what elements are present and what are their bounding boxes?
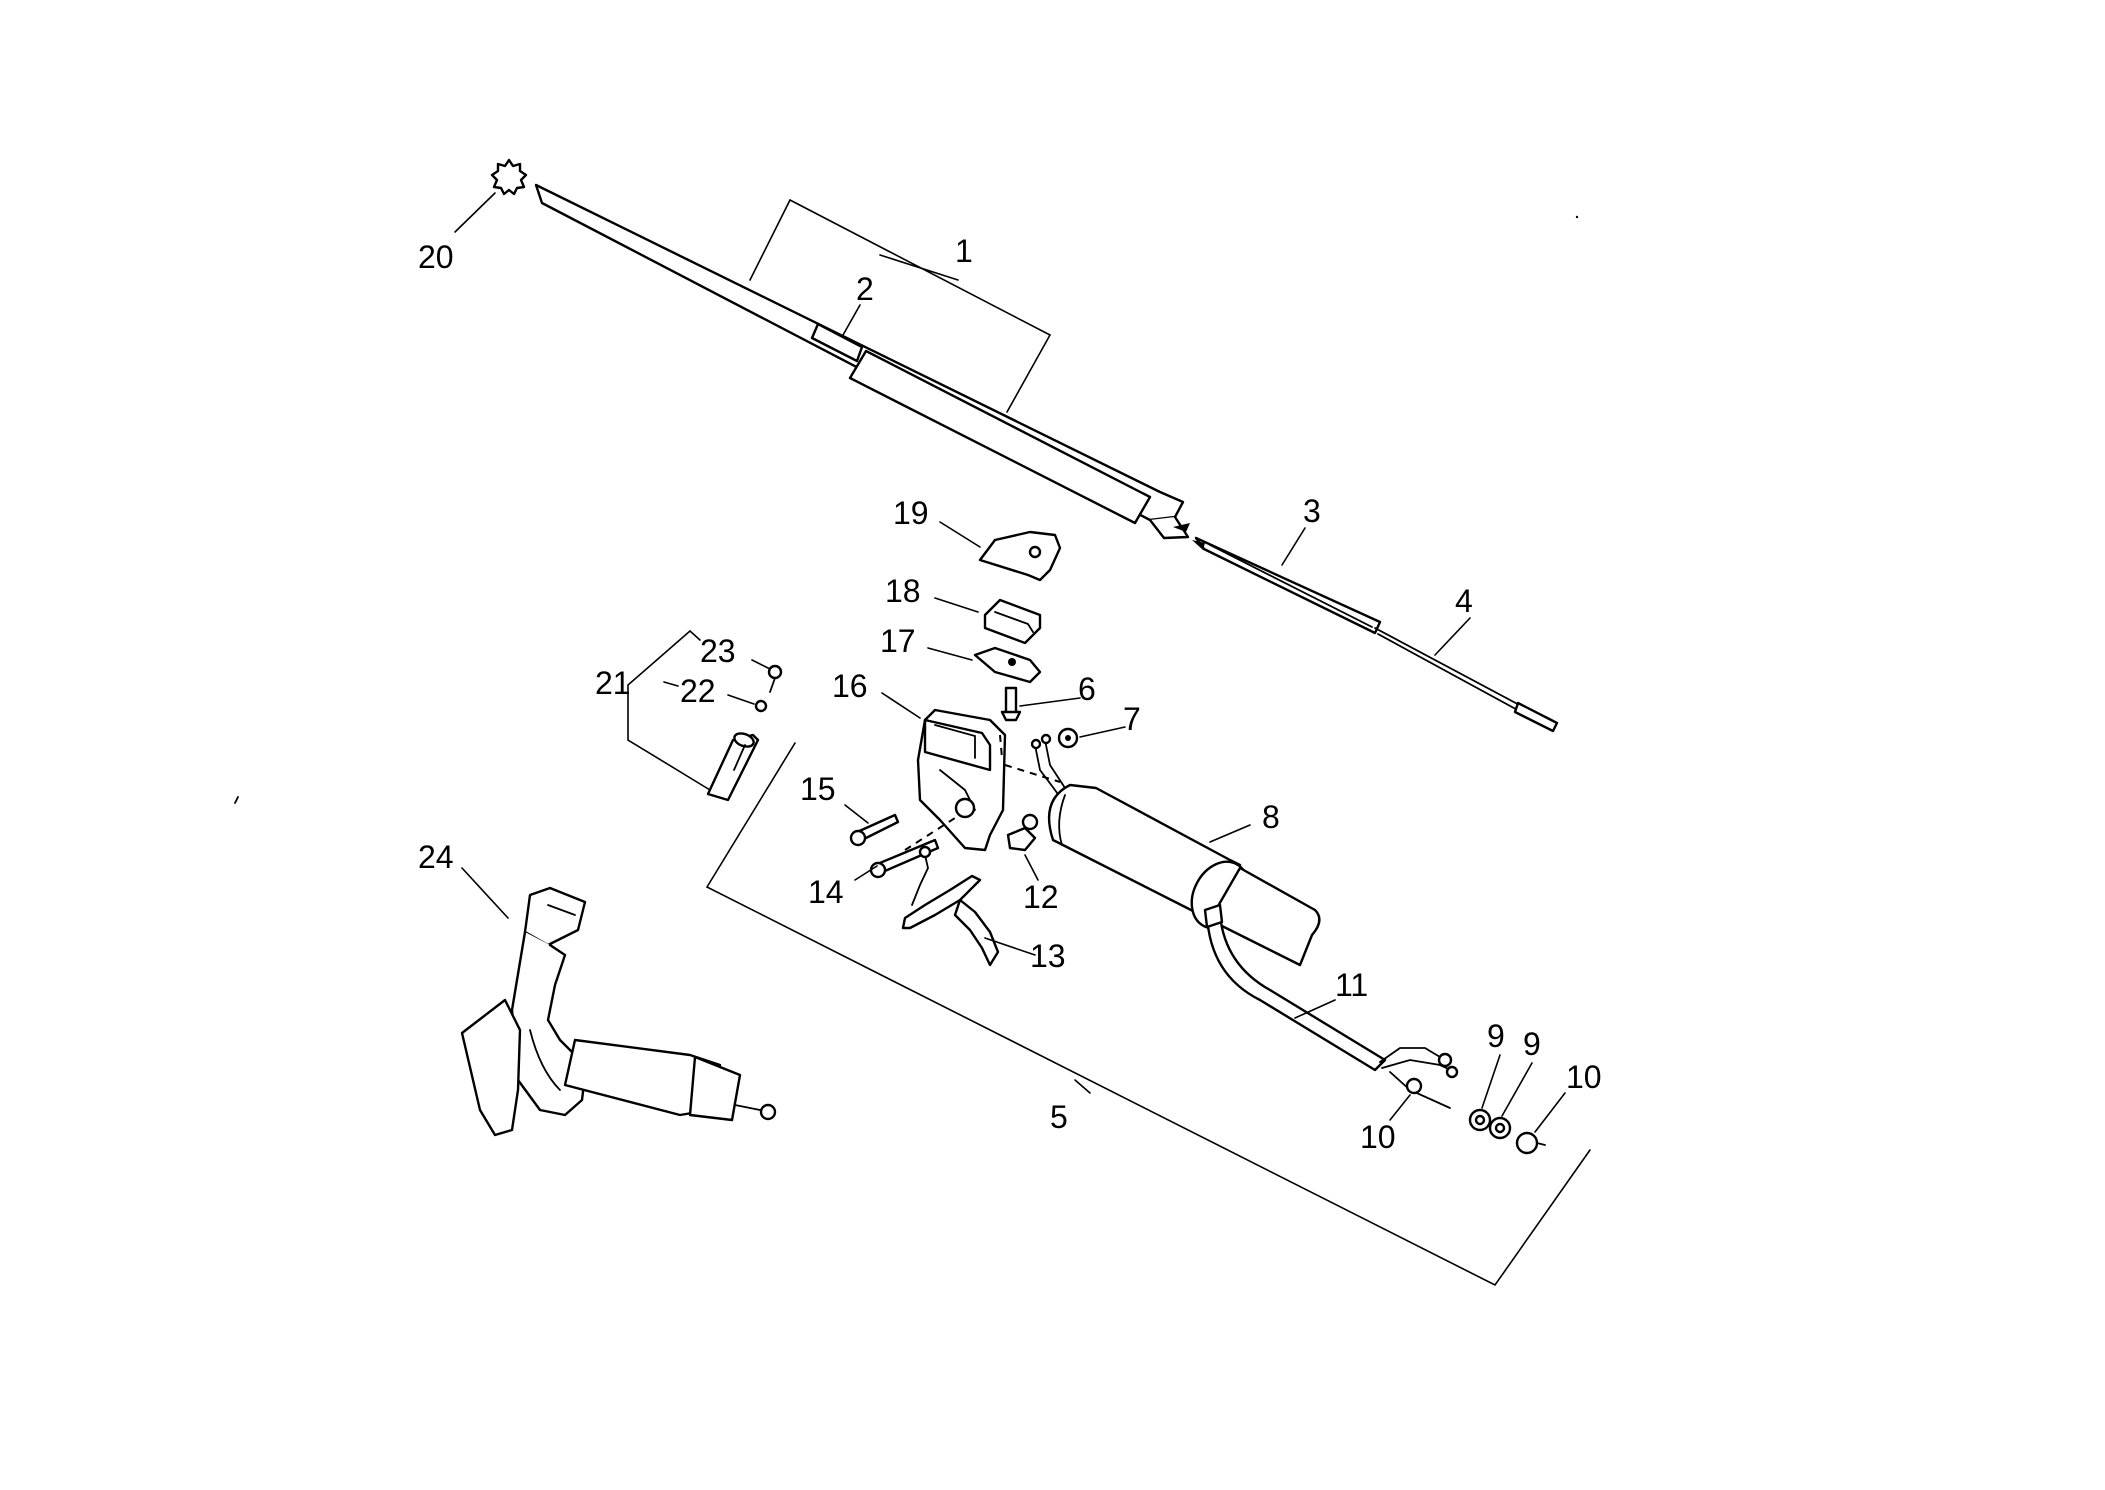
label-14: 14 [808,874,844,910]
label-22: 22 [680,673,716,709]
label-9b: 9 [1523,1026,1541,1062]
label-1: 1 [955,233,973,269]
part-1-shaft-tube [534,183,1190,540]
part-22-washer [754,699,768,713]
label-5: 5 [1050,1099,1068,1135]
bracket-1 [749,198,1052,413]
label-7: 7 [1123,701,1141,737]
label-15: 15 [800,771,836,807]
scan-specks [234,215,1579,804]
part-5-lower-tube [1208,866,1321,967]
part-23-screw [767,664,783,693]
part-20-retaining-ring [490,158,528,196]
part-6-screw [1000,686,1022,722]
leader-lines [454,192,1566,1133]
part-19-cover [978,530,1062,582]
label-16: 16 [832,668,868,704]
callout-labels: 1 2 3 4 5 6 7 8 9 9 10 10 11 12 13 14 15… [418,233,1602,1155]
part-12-grommet [1006,813,1039,852]
label-3: 3 [1303,493,1321,529]
label-9a: 9 [1487,1018,1505,1054]
label-4: 4 [1455,583,1473,619]
handle-wires [1030,733,1066,801]
label-8: 8 [1262,799,1280,835]
part-4-drive-cable [1374,627,1559,733]
label-20: 20 [418,239,454,275]
part-15-screw [849,813,900,847]
assembly-lines [904,734,1061,851]
label-13: 13 [1030,938,1066,974]
bracket-5 [705,742,1591,1287]
part-11-wire-harness [1203,903,1459,1109]
bracket-21 [627,630,711,791]
label-21: 21 [595,665,631,701]
label-24: 24 [418,839,454,875]
label-10-lower: 10 [1360,1119,1396,1155]
label-10-right: 10 [1566,1059,1602,1095]
part-13-trigger [901,845,1000,967]
part-17-plate [973,646,1042,684]
label-12: 12 [1023,879,1059,915]
label-18: 18 [885,573,921,609]
label-17: 17 [880,623,916,659]
part-18-switch [983,598,1042,645]
label-2: 2 [856,271,874,307]
part-3-liner [1192,536,1382,635]
label-19: 19 [893,495,929,531]
part-24-harness [460,886,777,1137]
part-10-nut [1515,1131,1546,1155]
part-9-washer-b [1488,1116,1512,1140]
label-6: 6 [1078,671,1096,707]
part-7-nut [1057,727,1079,749]
part-21-boot [706,732,760,802]
label-11: 11 [1335,967,1368,1003]
label-23: 23 [700,633,736,669]
part-16-handle-housing [916,708,1007,852]
part-9-washer-a [1468,1108,1492,1132]
part-14-screw [869,838,940,879]
